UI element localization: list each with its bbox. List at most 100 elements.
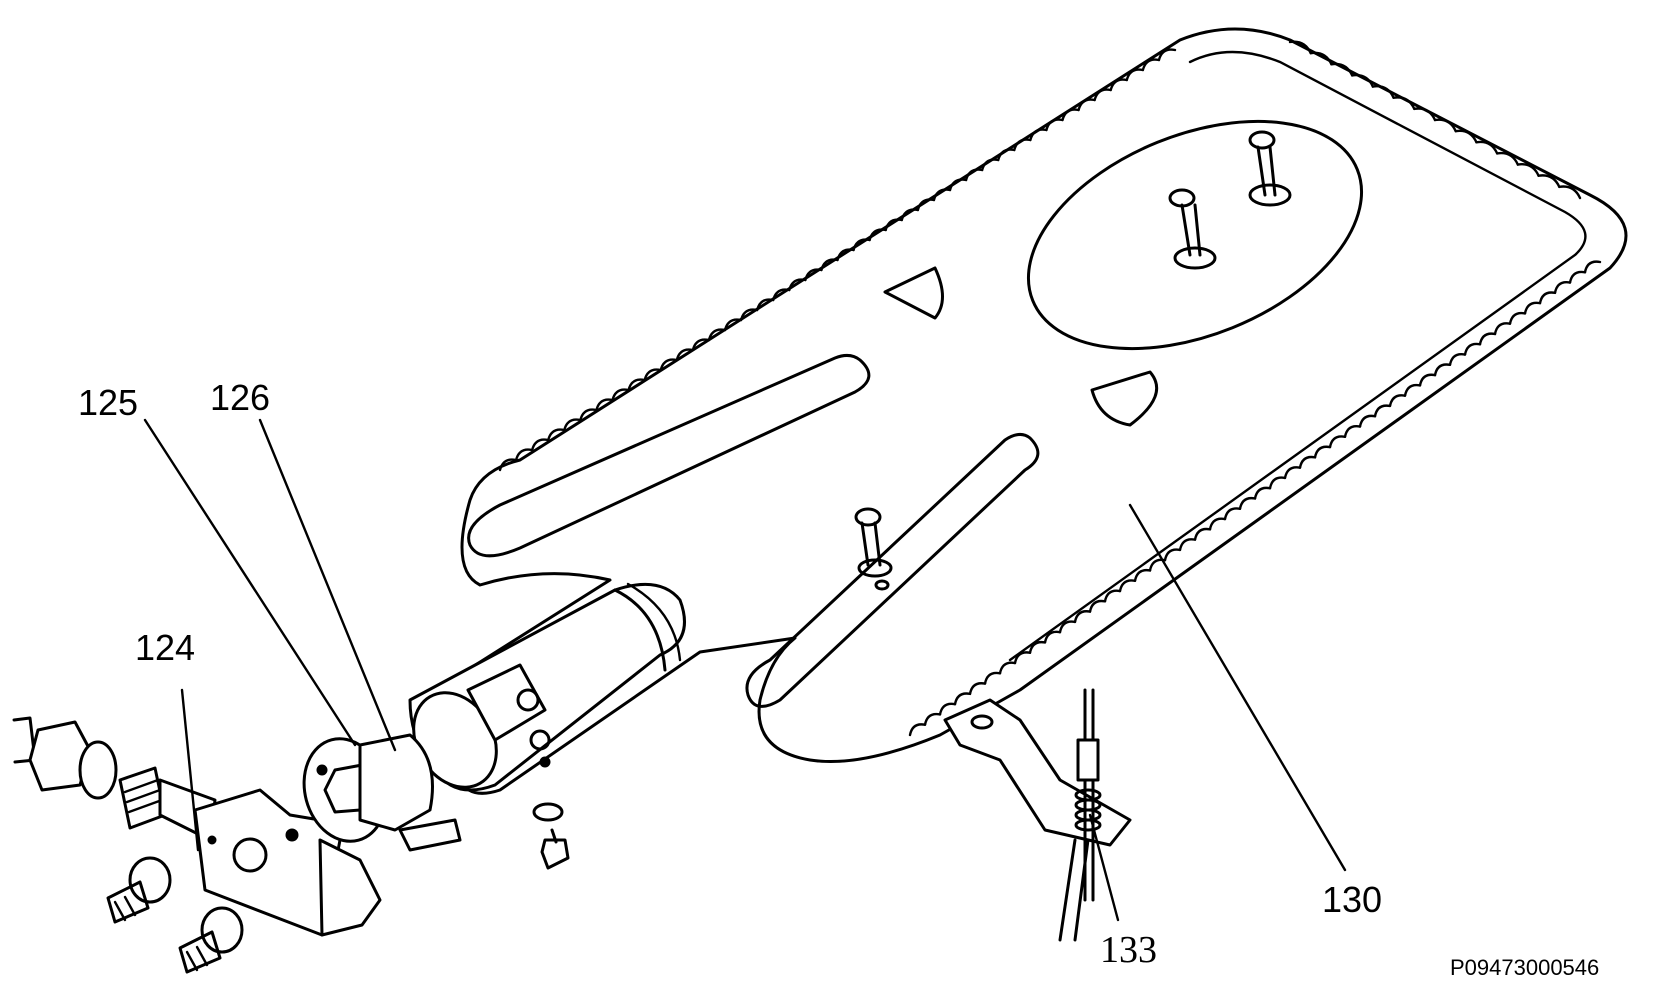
holder-126-tab bbox=[398, 818, 462, 852]
flame-port bbox=[908, 723, 927, 737]
gas-inlet-pipe bbox=[12, 716, 118, 800]
flame-port bbox=[1013, 138, 1032, 152]
flame-port bbox=[997, 148, 1016, 162]
flame-port bbox=[1418, 373, 1437, 387]
flame-port bbox=[1073, 610, 1092, 624]
flame-port bbox=[884, 218, 903, 232]
flame-port bbox=[1538, 291, 1557, 305]
burner-tube-collar-inner bbox=[626, 582, 682, 662]
flame-port bbox=[611, 388, 630, 402]
burner-plate-outline bbox=[418, 27, 1628, 795]
flame-port bbox=[1516, 163, 1540, 177]
flame-port bbox=[1118, 579, 1137, 593]
tube-clamp bbox=[466, 663, 547, 742]
flame-port bbox=[1028, 640, 1047, 654]
flame-port bbox=[804, 268, 823, 282]
holder-screw-lower bbox=[178, 906, 244, 974]
flame-port bbox=[1433, 363, 1452, 377]
plate-slot-upper bbox=[467, 353, 871, 558]
flame-port bbox=[1413, 107, 1437, 122]
callout-130: 130 bbox=[1322, 879, 1382, 920]
flame-port bbox=[938, 702, 957, 716]
flame-port bbox=[1373, 404, 1392, 418]
flame-port bbox=[1403, 383, 1422, 397]
inlet-washer bbox=[78, 740, 118, 800]
triangle-vent-lower bbox=[1090, 370, 1159, 427]
flame-port bbox=[1288, 40, 1312, 55]
flame-port bbox=[1013, 651, 1032, 665]
flame-port bbox=[923, 712, 942, 726]
flame-port bbox=[1568, 270, 1587, 284]
oval-cover-plate bbox=[1026, 119, 1364, 351]
flame-port bbox=[1350, 73, 1375, 88]
flame-port bbox=[980, 158, 1000, 172]
holder-channel bbox=[318, 838, 382, 937]
flame-port bbox=[1157, 48, 1177, 62]
flame-port bbox=[627, 378, 646, 392]
leader-126 bbox=[258, 418, 397, 752]
bracket-rivet-left bbox=[207, 835, 217, 845]
callout-124: 124 bbox=[135, 627, 195, 668]
injector-holder-124 bbox=[106, 766, 382, 974]
flame-port bbox=[788, 278, 807, 292]
flame-port bbox=[1043, 630, 1062, 644]
flame-port bbox=[852, 238, 871, 252]
flame-port bbox=[563, 418, 582, 432]
flame-port bbox=[1328, 435, 1347, 449]
flame-port bbox=[1208, 517, 1227, 531]
flame-port bbox=[1475, 140, 1499, 155]
flame-port bbox=[868, 228, 887, 242]
flame-port bbox=[1330, 62, 1354, 77]
flame-port bbox=[514, 448, 534, 462]
flame-port bbox=[968, 682, 987, 696]
burner-tube-collar bbox=[613, 588, 667, 672]
flame-port bbox=[1448, 353, 1467, 367]
flame-port bbox=[739, 308, 759, 322]
callout-133: 133 bbox=[1100, 929, 1157, 971]
bracket-rivet-right bbox=[285, 828, 299, 842]
flame-port bbox=[1523, 301, 1542, 315]
bracket-hole bbox=[232, 837, 268, 873]
flame-port bbox=[1178, 538, 1197, 552]
drawing-code: P09473000546 bbox=[1450, 955, 1599, 980]
flame-port bbox=[1309, 51, 1333, 66]
flame-port bbox=[1495, 151, 1520, 166]
flame-port bbox=[1103, 589, 1122, 603]
flame-port bbox=[723, 318, 743, 332]
flame-port bbox=[900, 208, 920, 222]
inlet-nut bbox=[28, 720, 92, 792]
flame-port bbox=[547, 428, 566, 442]
flame-port bbox=[1029, 128, 1048, 142]
flame-port bbox=[1537, 174, 1561, 189]
flame-port bbox=[1371, 85, 1395, 99]
flame-port bbox=[1077, 98, 1096, 112]
flame-port bbox=[1058, 620, 1077, 634]
flame-port bbox=[948, 178, 968, 192]
flame-port bbox=[1093, 88, 1112, 102]
flame-port bbox=[579, 408, 598, 422]
thermocouple-spring bbox=[1074, 788, 1102, 832]
flame-port bbox=[1163, 548, 1182, 562]
flame-port bbox=[707, 328, 727, 342]
leader-133 bbox=[1088, 813, 1120, 922]
cover-screw-right bbox=[1248, 130, 1292, 207]
holder-screw-upper bbox=[106, 856, 172, 924]
flame-port bbox=[755, 298, 775, 312]
flame-port bbox=[932, 188, 952, 202]
flame-port bbox=[1238, 496, 1257, 510]
center-mounting-screw bbox=[854, 507, 893, 591]
tube-clamp-nut bbox=[529, 729, 551, 751]
flame-port bbox=[1583, 260, 1602, 274]
flame-port bbox=[1392, 96, 1416, 111]
flame-port bbox=[1343, 424, 1362, 439]
flame-port bbox=[1061, 108, 1080, 122]
bracket-slot bbox=[970, 714, 994, 730]
flame-port bbox=[1313, 445, 1332, 459]
flame-port bbox=[820, 258, 839, 272]
flame-port bbox=[1298, 455, 1317, 469]
flame-port bbox=[1088, 599, 1107, 613]
flame-port bbox=[595, 398, 614, 412]
burner-plate-rim bbox=[1008, 50, 1587, 662]
flame-port bbox=[772, 288, 791, 302]
